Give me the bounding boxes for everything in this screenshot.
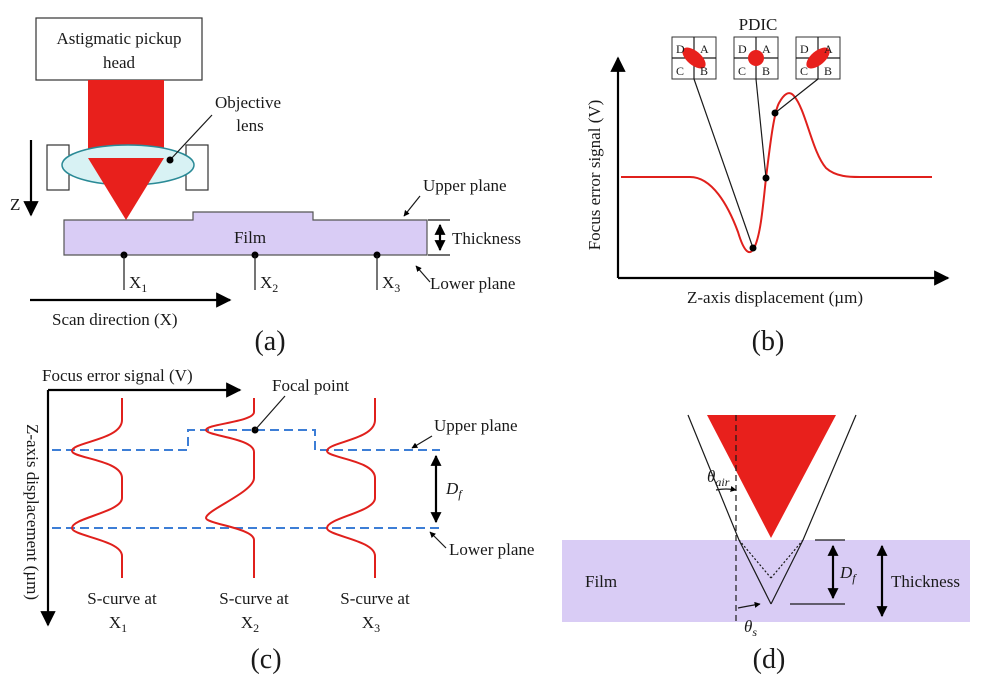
svg-text:B: B: [700, 64, 708, 78]
pickup-head-label-2: head: [103, 53, 136, 72]
df-label-c: Df: [445, 479, 463, 501]
c-upper-plane-profile: [52, 429, 440, 451]
svg-text:C: C: [800, 64, 808, 78]
b-point-center: [762, 174, 770, 182]
panel-a: Astigmatic pickup head Objective lens Z …: [10, 17, 521, 357]
x3-label-a: X3: [382, 273, 400, 295]
svg-text:B: B: [824, 64, 832, 78]
pdic-detector-center: D A C B: [733, 36, 779, 80]
upper-plane-label-c: Upper plane: [434, 416, 518, 435]
film-d: [562, 540, 970, 622]
panel-c: Focus error signal (V) Z-axis displaceme…: [23, 366, 534, 675]
pickup-head-box: [35, 17, 203, 81]
b-xlabel: Z-axis displacement (µm): [687, 288, 863, 307]
z-label: Z: [10, 195, 20, 214]
b-point-high: [771, 109, 779, 117]
beam-cone-d: [707, 415, 836, 538]
theta-s-label: θs: [744, 617, 757, 639]
svg-text:D: D: [800, 42, 809, 56]
caption-b: (b): [752, 326, 785, 357]
pdic-detector-left: D A C B: [671, 36, 717, 80]
thickness-label-d: Thickness: [891, 572, 960, 591]
lower-plane-label-a: Lower plane: [430, 274, 515, 293]
curve2-label-1: S-curve at: [219, 589, 289, 608]
focal-point-label: Focal point: [272, 376, 349, 395]
upper-plane-label-a: Upper plane: [423, 176, 507, 195]
b-ylabel: Focus error signal (V): [585, 100, 604, 251]
svg-text:C: C: [738, 64, 746, 78]
caption-d: (d): [753, 644, 786, 675]
s-curve-x2: [204, 398, 255, 578]
svg-text:B: B: [762, 64, 770, 78]
df-label-d: Df: [839, 563, 857, 585]
pdic-detector-right: D A C B: [795, 36, 841, 80]
scan-direction-label: Scan direction (X): [52, 310, 178, 329]
caption-c: (c): [250, 644, 281, 675]
s-curve-b: [621, 92, 932, 254]
svg-text:C: C: [676, 64, 684, 78]
svg-text:A: A: [824, 42, 833, 56]
svg-text:A: A: [700, 42, 709, 56]
svg-text:D: D: [676, 42, 685, 56]
curve3-label-1: S-curve at: [340, 589, 410, 608]
s-curve-x3: [325, 398, 376, 578]
curve1-label-1: S-curve at: [87, 589, 157, 608]
theta-air-label: θair: [707, 467, 730, 489]
curve1-label-2: X1: [109, 613, 127, 635]
pickup-head-label-1: Astigmatic pickup: [56, 29, 181, 48]
pdic-label: PDIC: [739, 15, 778, 34]
film-label-a: Film: [234, 228, 266, 247]
svg-text:A: A: [762, 42, 771, 56]
thickness-label-a: Thickness: [452, 229, 521, 248]
objective-label-2: lens: [236, 116, 263, 135]
s-curve-x1: [70, 398, 123, 578]
lower-plane-label-c: Lower plane: [449, 540, 534, 559]
film-a: [63, 211, 428, 256]
x2-label-a: X2: [260, 273, 278, 295]
c-ylabel-side: Z-axis displacement (µm): [23, 424, 42, 600]
curve2-label-2: X2: [241, 613, 259, 635]
x1-label-a: X1: [129, 273, 147, 295]
panel-d: Film θair θs Df Thickness (d): [562, 414, 970, 675]
svg-text:D: D: [738, 42, 747, 56]
b-point-low: [749, 244, 757, 252]
objective-label-1: Objective: [215, 93, 281, 112]
curve3-label-2: X3: [362, 613, 380, 635]
panel-b: PDIC D A C B D A C B D A C B Focus error signa…: [585, 15, 950, 357]
film-label-d: Film: [585, 572, 617, 591]
focused-beam: [88, 158, 164, 220]
c-ylabel-top: Focus error signal (V): [42, 366, 193, 385]
caption-a: (a): [254, 326, 285, 357]
